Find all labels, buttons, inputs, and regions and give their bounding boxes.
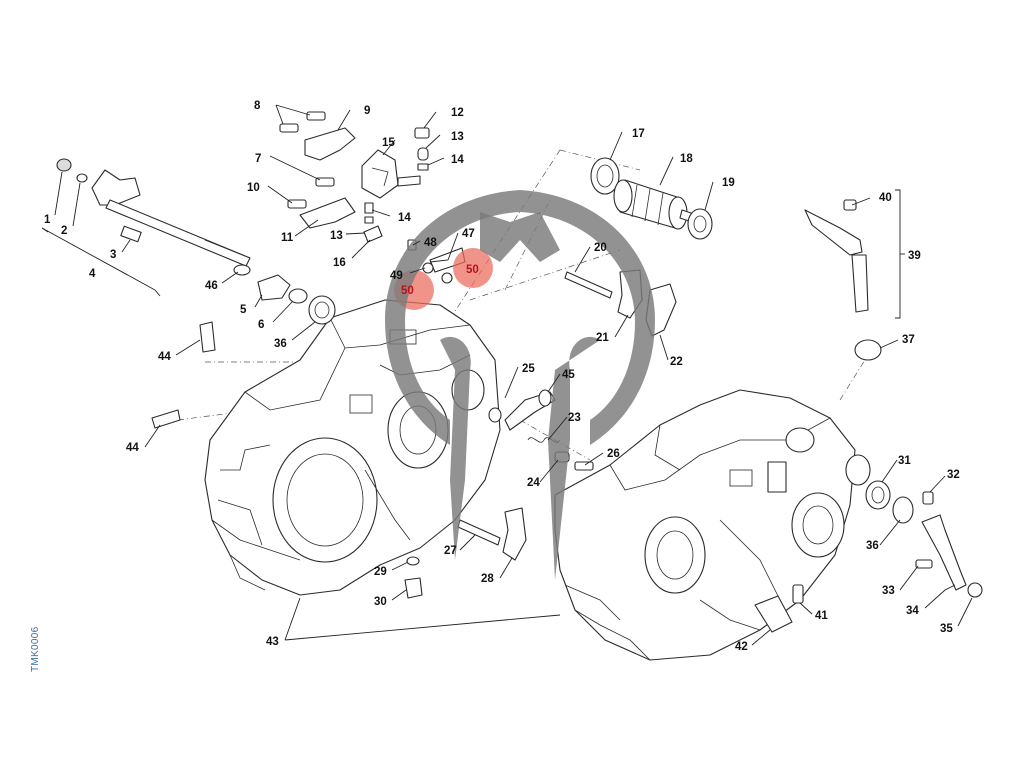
callout-9: 9 — [364, 105, 370, 117]
right-small-parts — [754, 480, 983, 633]
shift-plate-group — [279, 111, 430, 243]
highlight-marker-upper — [453, 248, 493, 288]
callout-50-lower: 50 — [401, 285, 414, 297]
callout-50-upper: 50 — [466, 264, 479, 276]
callout-40: 40 — [879, 192, 892, 204]
callout-36-right: 36 — [866, 540, 879, 552]
plugs-group — [151, 321, 423, 599]
callout-12: 12 — [451, 107, 464, 119]
callout-31: 31 — [898, 455, 911, 467]
callout-18: 18 — [680, 153, 693, 165]
callout-3: 3 — [110, 249, 116, 261]
watermark-logo — [385, 190, 655, 580]
callout-21: 21 — [596, 332, 609, 344]
callout-13-upper: 13 — [451, 131, 464, 143]
callout-39: 39 — [908, 250, 921, 262]
callout-19: 19 — [722, 177, 735, 189]
callout-26: 26 — [607, 448, 620, 460]
callout-46: 46 — [205, 280, 218, 292]
callout-48: 48 — [424, 237, 437, 249]
callout-labels: 1 2 3 4 46 5 6 36 8 9 7 10 11 12 13 14 1… — [44, 100, 960, 653]
callout-44-lower: 44 — [126, 442, 139, 454]
selector-mechanism — [488, 389, 594, 471]
callout-22: 22 — [670, 356, 683, 368]
callout-11: 11 — [281, 232, 294, 244]
callout-7: 7 — [255, 153, 261, 165]
callout-45: 45 — [562, 369, 575, 381]
callout-14-lower: 14 — [398, 212, 411, 224]
callout-2: 2 — [61, 225, 67, 237]
callout-42: 42 — [735, 641, 748, 653]
callout-28: 28 — [481, 573, 494, 585]
callout-23: 23 — [568, 412, 581, 424]
callout-35: 35 — [940, 623, 953, 635]
callout-36-left: 36 — [274, 338, 287, 350]
kickstart-shaft-group — [41, 158, 336, 325]
drawing-code-label: TMK0006 — [30, 626, 41, 672]
callout-5: 5 — [240, 304, 247, 316]
callout-13-lower: 13 — [330, 230, 343, 242]
callout-10: 10 — [247, 182, 260, 194]
callout-17: 17 — [632, 128, 645, 140]
callout-43: 43 — [266, 636, 279, 648]
callout-24: 24 — [527, 477, 540, 489]
right-crankcase-half — [554, 389, 871, 661]
shift-drum-group — [590, 157, 713, 240]
callout-32: 32 — [947, 469, 960, 481]
callout-27: 27 — [444, 545, 457, 557]
callout-20: 20 — [594, 242, 607, 254]
callout-29: 29 — [374, 566, 387, 578]
callout-6: 6 — [258, 319, 264, 331]
callout-14-upper: 14 — [451, 154, 464, 166]
callout-25: 25 — [522, 363, 535, 375]
callout-4: 4 — [89, 268, 96, 280]
callout-8: 8 — [254, 100, 261, 112]
callout-41: 41 — [815, 610, 828, 622]
callout-1: 1 — [44, 214, 51, 226]
left-crankcase-half — [204, 299, 501, 596]
callout-37: 37 — [902, 334, 915, 346]
callout-16: 16 — [333, 257, 346, 269]
lever-shaft-group — [804, 189, 905, 361]
callout-33: 33 — [882, 585, 895, 597]
callout-47: 47 — [462, 228, 475, 240]
callout-15: 15 — [382, 137, 395, 149]
callout-30: 30 — [374, 596, 387, 608]
callout-49: 49 — [390, 270, 403, 282]
callout-44-upper: 44 — [158, 351, 171, 363]
leader-lines — [54, 104, 973, 646]
callout-34: 34 — [906, 605, 919, 617]
